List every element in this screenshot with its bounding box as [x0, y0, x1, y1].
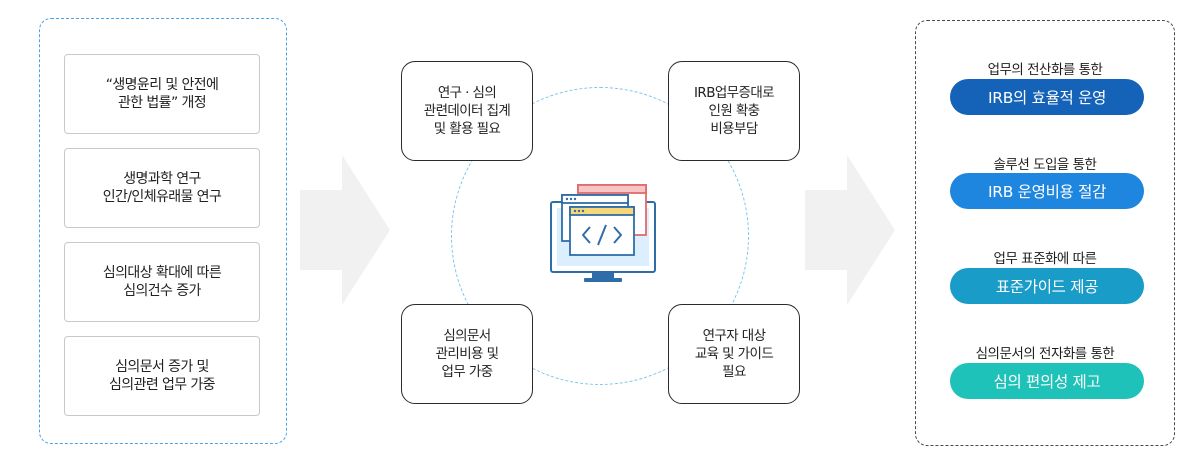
center-item-data-stats: 연구 · 심의 관련데이터 집계 및 활용 필요 — [401, 61, 533, 161]
left-item-research: 생명과학 연구 인간/인체유래물 연구 — [64, 148, 260, 228]
center-item-doc-cost: 심의문서 관리비용 및 업무 가중 — [401, 304, 533, 404]
left-item-doc-increase: 심의문서 증가 및 심의관련 업무 가중 — [64, 336, 260, 416]
right-pill-convenience: 심의 편의성 제고 — [950, 363, 1144, 399]
right-arrow-icon — [300, 155, 390, 305]
left-item-law: “생명윤리 및 안전에 관한 법률” 개정 — [64, 54, 260, 134]
right-caption-4: 심의문서의 전자화를 통한 — [915, 342, 1175, 362]
left-item-review-increase: 심의대상 확대에 따른 심의건수 증가 — [64, 242, 260, 322]
right-caption-3: 업무 표준화에 따른 — [915, 247, 1175, 267]
center-item-education: 연구자 대상 교육 및 가이드 필요 — [668, 304, 800, 404]
right-caption-1: 업무의 전산화를 통한 — [915, 58, 1175, 78]
computer-code-icon — [548, 182, 658, 288]
center-item-staff-cost: IRB업무증대로 인원 확충 비용부담 — [668, 61, 800, 161]
right-pill-efficiency: IRB의 효율적 운영 — [950, 79, 1144, 115]
right-pill-guide: 표준가이드 제공 — [950, 268, 1144, 304]
right-caption-2: 솔루션 도입을 통한 — [915, 153, 1175, 173]
right-arrow-icon — [805, 155, 895, 305]
right-pill-cost: IRB 운영비용 절감 — [950, 173, 1144, 209]
